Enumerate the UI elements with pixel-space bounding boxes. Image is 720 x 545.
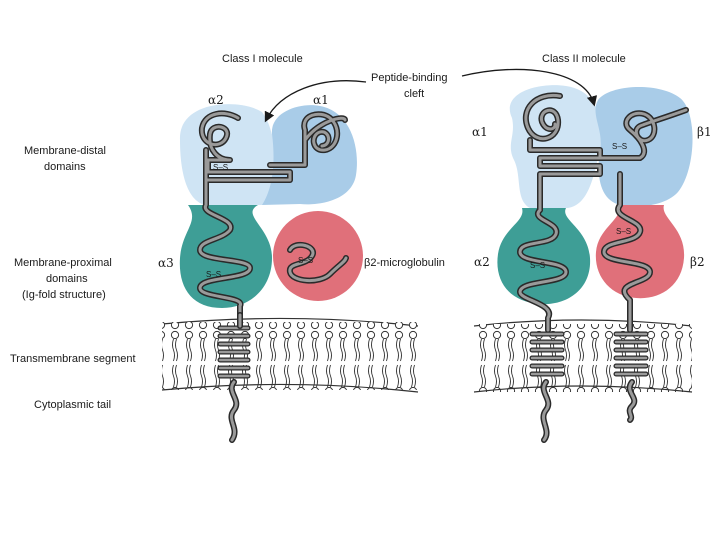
class1-title: Class I molecule bbox=[222, 53, 303, 65]
class2-alpha2-label: α2 bbox=[474, 255, 490, 269]
class1-alpha2-domain bbox=[179, 104, 280, 205]
class2-beta1-label: β1 bbox=[697, 125, 712, 139]
class2-alpha1-label: α1 bbox=[472, 125, 488, 139]
class1-alpha1-label: α1 bbox=[313, 93, 329, 107]
class2-chains bbox=[517, 92, 689, 443]
class2-beta2-domain bbox=[595, 205, 685, 299]
disulfide-bonds: S–S S–S S–S S–S S–S S–S bbox=[206, 142, 631, 279]
disulfide-c2-beta1: S–S bbox=[612, 142, 627, 151]
class1-cytoplasmic-tail bbox=[228, 379, 240, 443]
class2-cytoplasmic-tails bbox=[540, 379, 638, 443]
membrane-class1 bbox=[161, 317, 419, 393]
class1-alpha2-label: α2 bbox=[208, 93, 224, 107]
peptide-cleft-label-line2: cleft bbox=[404, 88, 424, 100]
label-membrane-distal-2: domains bbox=[44, 161, 86, 173]
class2-alpha1-domain bbox=[509, 85, 602, 208]
disulfide-c2-beta2: S–S bbox=[616, 227, 631, 236]
disulfide-c2-alpha2: S–S bbox=[530, 261, 545, 270]
label-membrane-proximal-3: (Ig-fold structure) bbox=[22, 289, 106, 301]
cleft-arrow-class2 bbox=[461, 68, 598, 107]
region-labels: Membrane-distal domains Membrane-proxima… bbox=[10, 145, 136, 411]
label-membrane-distal-1: Membrane-distal bbox=[24, 145, 106, 157]
disulfide-c1-alpha2: S–S bbox=[213, 163, 228, 172]
class2-alpha-transmembrane-coil bbox=[529, 331, 565, 377]
class2-title: Class II molecule bbox=[542, 53, 626, 65]
class1-b2m-label: β2-microglobulin bbox=[364, 257, 445, 269]
label-transmembrane: Transmembrane segment bbox=[10, 353, 136, 365]
cleft-arrow-class1 bbox=[264, 80, 367, 123]
label-membrane-proximal-1: Membrane-proximal bbox=[14, 257, 112, 269]
peptide-cleft-label-line1: Peptide-binding bbox=[371, 72, 447, 84]
class2-alpha2-domain bbox=[497, 208, 591, 305]
class1-b2m-domain bbox=[273, 211, 363, 301]
class1-transmembrane-coil bbox=[217, 312, 251, 379]
class2-beta-transmembrane-coil bbox=[613, 331, 649, 377]
label-cytoplasmic: Cytoplasmic tail bbox=[34, 399, 111, 411]
disulfide-c1-b2m: S–S bbox=[298, 256, 313, 265]
label-membrane-proximal-2: domains bbox=[46, 273, 88, 285]
membrane-class2 bbox=[473, 319, 693, 393]
class1-chain bbox=[197, 110, 349, 443]
class1-alpha3-label: α3 bbox=[158, 256, 174, 270]
disulfide-c1-alpha3: S–S bbox=[206, 270, 221, 279]
class2-beta2-label: β2 bbox=[690, 255, 705, 269]
